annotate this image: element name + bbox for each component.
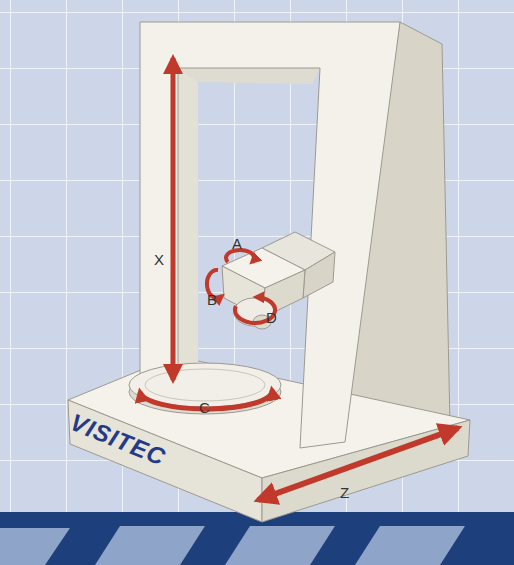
frame-inner-top [178, 68, 320, 84]
axis-label: D [266, 310, 277, 325]
band-shape [225, 526, 335, 565]
a-axis-arrow [226, 250, 254, 262]
band-shape [0, 528, 70, 565]
z-axis-arrow [258, 428, 458, 500]
axis-label: B [207, 292, 217, 307]
head-arm-side [303, 252, 335, 298]
axis-label: X [154, 252, 164, 267]
axis-label: A [232, 236, 242, 251]
band-shape [95, 526, 205, 565]
base-front [68, 400, 262, 522]
x-axis-arrow [171, 58, 176, 380]
frame-inner-side [178, 68, 198, 378]
table-ring [145, 369, 265, 401]
band-shapes [0, 526, 465, 565]
axis-label: Z [340, 485, 349, 500]
motion-arrows [140, 58, 458, 500]
band-shape [355, 526, 465, 565]
axis-label: C [199, 400, 210, 415]
